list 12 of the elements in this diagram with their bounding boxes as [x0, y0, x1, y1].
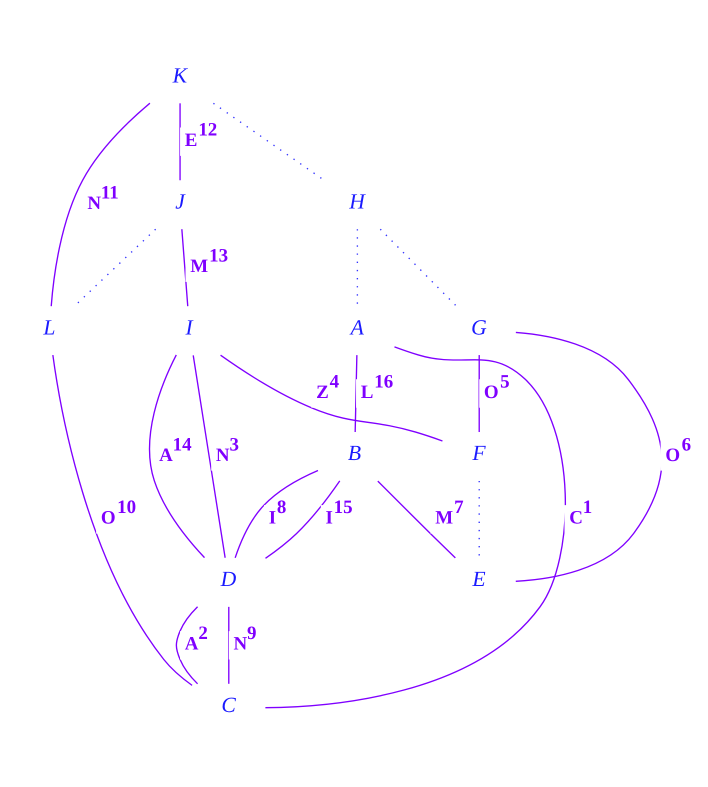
node-text: B	[348, 441, 362, 466]
node-text: C	[221, 693, 236, 718]
node-text: E	[472, 567, 486, 592]
node-text: A	[350, 315, 364, 340]
node-text: I	[185, 315, 193, 340]
node-text: K	[172, 64, 188, 88]
node-text: L	[43, 315, 56, 340]
node-text: F	[472, 441, 486, 466]
node-text: H	[349, 189, 365, 214]
node-text: D	[220, 567, 236, 592]
node-text: J	[175, 189, 185, 214]
node-text: G	[471, 315, 487, 340]
